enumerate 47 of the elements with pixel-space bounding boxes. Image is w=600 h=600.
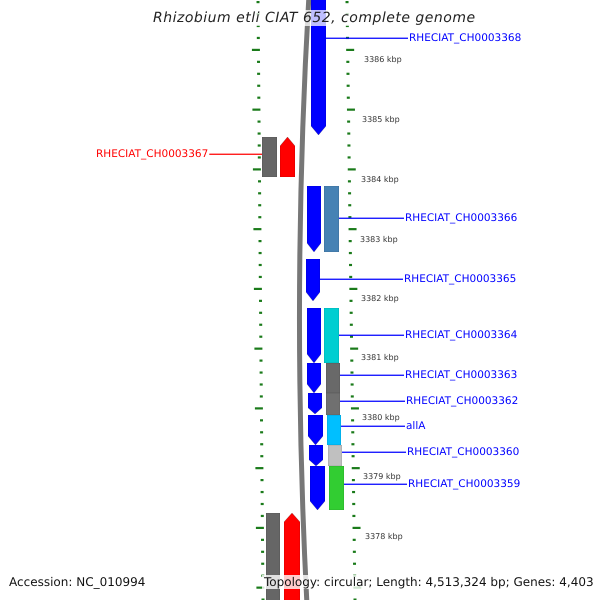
accession-text: Accession: NC_010994 (9, 576, 146, 588)
leader-line (339, 218, 404, 219)
scale-label: 3378 kbp (365, 533, 403, 541)
scale-label: 3386 kbp (364, 56, 402, 64)
gene-block (326, 393, 340, 415)
gene-block (308, 415, 323, 445)
gene-block (280, 137, 295, 177)
gene-label: RHECIAT_CH0003360 (407, 447, 520, 458)
gene-label: RHECIAT_CH0003365 (404, 274, 516, 284)
scale-label: 3384 kbp (361, 176, 399, 184)
gene-label: RHECIAT_CH0003362 (406, 396, 518, 406)
leader-line (344, 484, 407, 485)
gene-label: RHECIAT_CH0003366 (405, 213, 518, 224)
gene-block (307, 186, 321, 252)
scale-label: 3380 kbp (362, 414, 400, 422)
gene-label: RHECIAT_CH0003364 (405, 330, 518, 340)
leader-line (320, 278, 403, 280)
gene-block (329, 466, 344, 510)
leader-line (340, 400, 405, 402)
leader-line (342, 452, 406, 453)
gene-block (324, 186, 339, 252)
scale-label: 3379 kbp (363, 473, 401, 481)
gene-label: RHECIAT_CH0003363 (405, 370, 518, 380)
gene-block (328, 445, 342, 466)
gene-block (307, 308, 321, 363)
gene-block (326, 363, 340, 393)
gene-block (262, 137, 277, 177)
genome-info-text: Topology: circular; Length: 4,513,324 bp; Genes: 4,403 (262, 575, 596, 589)
scale-label: 3383 kbp (360, 236, 398, 244)
gene-block (306, 259, 320, 301)
gene-label: RHECIAT_CH0003359 (408, 479, 520, 490)
gene-label: RHECIAT_CH0003368 (409, 33, 522, 44)
leader-line (209, 154, 262, 155)
gene-block (307, 363, 321, 393)
gene-label: allA (406, 421, 426, 432)
leader-line (326, 38, 408, 39)
gene-block (324, 308, 339, 363)
leader-line (339, 334, 404, 336)
gene-block (327, 415, 341, 445)
leader-line (341, 426, 405, 427)
scale-label: 3381 kbp (361, 354, 399, 362)
gene-label: RHECIAT_CH0003367 (96, 149, 208, 160)
gene-block (309, 445, 323, 466)
leader-line (340, 374, 404, 376)
scale-label: 3382 kbp (361, 295, 399, 303)
scale-label: 3385 kbp (362, 116, 400, 124)
gene-block (308, 393, 322, 414)
